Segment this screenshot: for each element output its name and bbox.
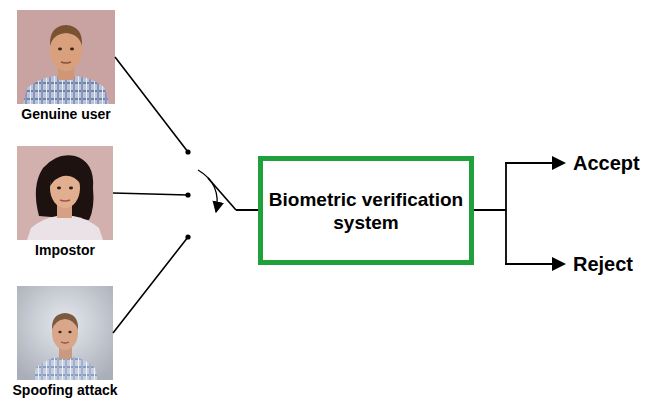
arrow-head	[552, 257, 566, 271]
genuine-photo	[17, 10, 115, 104]
switch-rotation-arrow	[198, 170, 217, 212]
connector	[115, 57, 258, 210]
output-fork	[462, 163, 556, 264]
spoof-photo	[17, 286, 113, 380]
decision-label: Reject	[573, 252, 633, 276]
decision-label: Accept	[573, 151, 640, 175]
arrow-head	[552, 156, 566, 170]
subject-photo: Impostor	[17, 146, 113, 240]
photo-caption: Genuine user	[21, 106, 110, 122]
subject-photo: Genuine user	[17, 10, 115, 104]
process-box: Biometric verification system	[258, 156, 474, 265]
box-label: Biometric verification system	[263, 188, 469, 234]
subject-photo: Spoofing attack	[17, 286, 113, 380]
impostor-photo	[17, 146, 113, 240]
photo-caption: Impostor	[35, 242, 95, 258]
connector	[113, 210, 258, 333]
connector	[113, 193, 258, 210]
photo-caption: Spoofing attack	[12, 382, 117, 398]
